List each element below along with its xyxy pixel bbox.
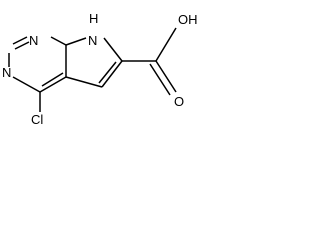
- bond-carboxyl-o: [155, 60, 177, 93]
- bond-carboxyl-o-double: [149, 63, 171, 96]
- bond-c6-c5-double: [98, 61, 117, 84]
- chemical-structure-diagram: N N N H OH O Cl: [2, 11, 198, 127]
- bond-c4-c4a: [39, 76, 67, 93]
- bond-n3-c4: [12, 76, 41, 93]
- bond-carboxyl-oh: [155, 27, 177, 62]
- bond-nh-c6: [103, 37, 123, 62]
- atom-label-o-carbonyl: O: [174, 94, 184, 109]
- bond-n1-c2-double: [14, 41, 30, 50]
- bond-c7a-nh: [65, 37, 87, 46]
- bond-c4-c4a-double: [41, 72, 64, 87]
- bond-c7a-n1: [50, 36, 67, 46]
- bond-c6-c5: [101, 60, 123, 88]
- atom-label-cl: Cl: [31, 112, 43, 127]
- atom-label-n-left: N: [2, 65, 11, 80]
- atom-label-oh: OH: [178, 12, 198, 27]
- bond-n1-c2: [12, 36, 28, 45]
- bond-c5-c4a: [65, 76, 103, 88]
- atom-label-nh-h: H: [89, 11, 98, 26]
- structure-canvas: N N N H OH O Cl: [0, 0, 216, 142]
- atom-label-n-top: N: [29, 33, 38, 48]
- atom-label-nh-n: N: [88, 33, 97, 48]
